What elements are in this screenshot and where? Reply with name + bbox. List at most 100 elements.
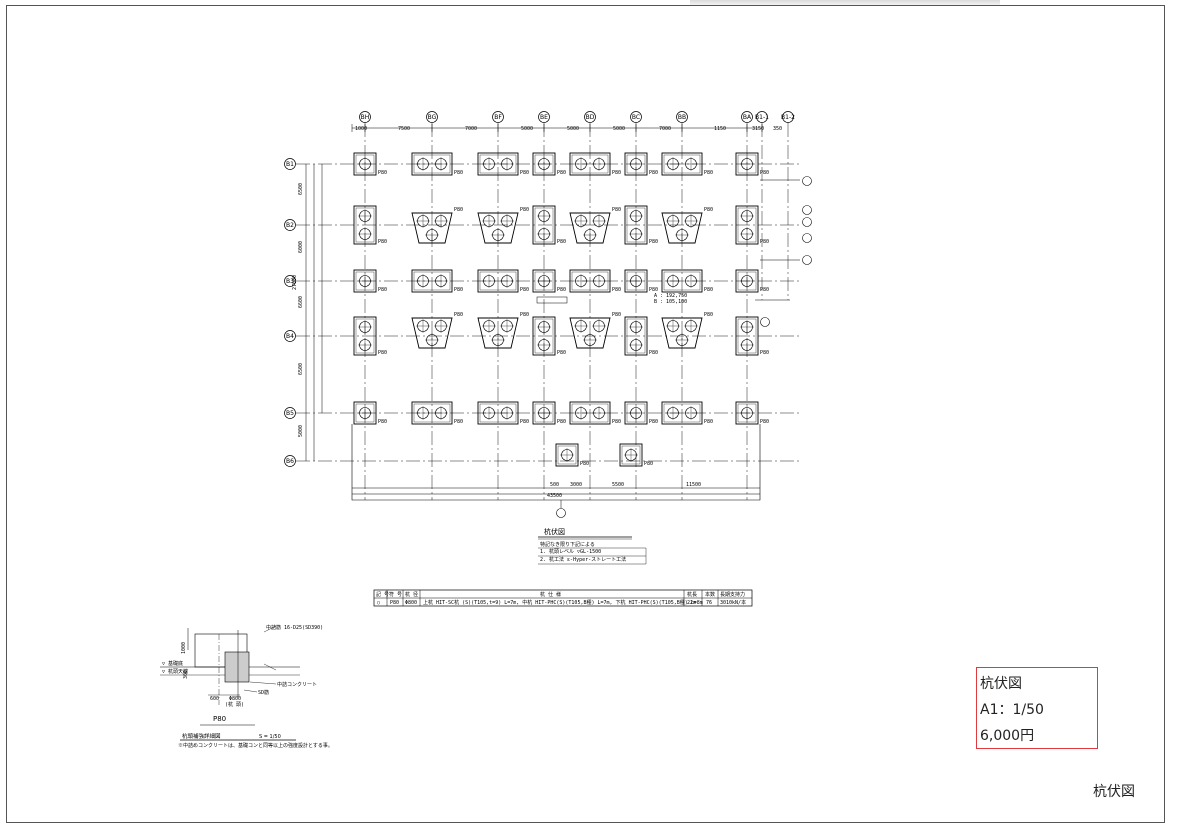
grid-bubble-row bbox=[284, 275, 296, 287]
outline-boundary bbox=[351, 424, 761, 501]
pile-label: P80 bbox=[704, 312, 713, 318]
footing-inner bbox=[534, 207, 554, 243]
footing bbox=[411, 401, 453, 425]
footing bbox=[624, 205, 648, 245]
footing-trapezoid bbox=[661, 212, 703, 244]
table-cell-count: 76 bbox=[706, 600, 712, 606]
pile-spec-table: 記 号 符 号 杭 径 杭 仕 様 杭長 本数 長期支持力 ○ P80 Φ800… bbox=[373, 589, 753, 607]
grid-bubble-sub bbox=[802, 176, 812, 186]
grid-bubble-col bbox=[782, 111, 794, 123]
price-info-box: 杭伏図 A1：1/50 6,000円 bbox=[976, 667, 1098, 749]
footing-inner bbox=[479, 154, 517, 174]
dimension-text: 27000 bbox=[292, 275, 298, 290]
pile-label: P80 bbox=[557, 419, 566, 425]
pile-label: P80 bbox=[760, 350, 769, 356]
grid-bubble-col bbox=[741, 111, 753, 123]
dimension-text: 350 bbox=[773, 126, 782, 132]
footing bbox=[477, 401, 519, 425]
detail-scale: S = 1/50 bbox=[259, 734, 281, 740]
table-cell-mark: ○ bbox=[377, 600, 380, 606]
table-cell-spec: 上杭 HIT-SC杭 (S)(T105,t=9) L=7m, 中杭 HIT-PH… bbox=[423, 599, 703, 606]
grid-label-col: B1-1 bbox=[755, 114, 769, 121]
dimension-text: 7000 bbox=[659, 126, 671, 132]
pile-label: P80 bbox=[704, 419, 713, 425]
detail-title: 杭頭補強詳細図 bbox=[182, 732, 221, 740]
pile-label: P80 bbox=[378, 350, 387, 356]
detail-dim-1000: 1000 bbox=[181, 642, 187, 654]
footing-inner bbox=[663, 154, 701, 174]
footing bbox=[477, 269, 519, 293]
detail-gl1: ▽ 基礎底 bbox=[162, 660, 183, 667]
dimension-text: 11500 bbox=[686, 482, 701, 488]
pile-head-detail: 中詰筋 16-D25(SD390) 中詰コンクリート SD筋 ▽ 基礎底 ▽ 杭… bbox=[160, 624, 333, 749]
footing bbox=[353, 205, 377, 245]
footing bbox=[532, 269, 556, 293]
footing bbox=[569, 401, 611, 425]
pile-label: P80 bbox=[612, 287, 621, 293]
detail-note: ※中詰めコンクリートは、基礎コンと同等以上の強度設計とする事。 bbox=[178, 742, 333, 749]
pile-label: P80 bbox=[454, 287, 463, 293]
pile-label: P80 bbox=[704, 287, 713, 293]
grid-bubble-sub bbox=[802, 205, 812, 215]
price-box-name: 杭伏図 bbox=[980, 676, 1022, 692]
detail-label: P80 bbox=[213, 715, 226, 723]
footing-inner bbox=[626, 154, 646, 174]
table-header-length: 杭長 bbox=[687, 591, 697, 598]
dimension-text: 7000 bbox=[465, 126, 477, 132]
pile-label: P80 bbox=[580, 461, 589, 467]
grid-label-col: BD bbox=[586, 114, 595, 121]
footing-inner bbox=[571, 154, 609, 174]
detail-concrete: 中詰コンクリート bbox=[277, 681, 317, 688]
pile-label: P80 bbox=[557, 287, 566, 293]
footing-inner bbox=[626, 403, 646, 423]
footing bbox=[735, 269, 759, 293]
footing-inner bbox=[621, 445, 641, 465]
pile-label: P80 bbox=[520, 207, 529, 213]
footing bbox=[353, 269, 377, 293]
pile-label: P80 bbox=[378, 239, 387, 245]
footing bbox=[735, 316, 759, 356]
grid-bubble-row bbox=[284, 455, 296, 467]
dimension-text: 5500 bbox=[612, 482, 624, 488]
grid-label-col: BC bbox=[632, 114, 640, 121]
grid-bubble-col bbox=[492, 111, 504, 123]
dimension-text: 6500 bbox=[298, 183, 304, 195]
grid-bubble-sub bbox=[802, 233, 812, 243]
footing-inner bbox=[413, 403, 451, 423]
dimension-text: 6000 bbox=[298, 241, 304, 253]
dimension-text: 5000 bbox=[567, 126, 579, 132]
footing bbox=[532, 401, 556, 425]
pile-label: P80 bbox=[454, 170, 463, 176]
grid-bubble-col bbox=[756, 111, 768, 123]
footing bbox=[661, 401, 703, 425]
pile-label: P80 bbox=[378, 287, 387, 293]
pile-label: P80 bbox=[612, 312, 621, 318]
dimension-text: 1150 bbox=[714, 126, 726, 132]
footing bbox=[532, 316, 556, 356]
footing bbox=[624, 152, 648, 176]
detail-rebar: 中詰筋 16-D25(SD390) bbox=[266, 624, 323, 631]
footing-inner bbox=[413, 154, 451, 174]
pile-label: P80 bbox=[557, 170, 566, 176]
spot-label-b: B : 105,100 bbox=[654, 299, 687, 305]
pile-label: P80 bbox=[520, 312, 529, 318]
footing bbox=[532, 205, 556, 245]
grid-label-col: BE bbox=[540, 114, 548, 121]
footing-trapezoid bbox=[661, 317, 703, 349]
spot-label-a: A : 192,750 bbox=[654, 293, 687, 299]
footing-inner bbox=[663, 403, 701, 423]
grid-bubble-col bbox=[584, 111, 596, 123]
footing-inner bbox=[355, 207, 375, 243]
notes-title: 特記なき限り下記による bbox=[540, 541, 595, 548]
footing-inner bbox=[737, 403, 757, 423]
footing bbox=[624, 316, 648, 356]
detail-dim-600: 600 bbox=[210, 696, 219, 702]
dimension-text: 6600 bbox=[298, 296, 304, 308]
footing-inner bbox=[355, 318, 375, 354]
dimension-text: 3150 bbox=[752, 126, 764, 132]
footing bbox=[353, 152, 377, 176]
pile-label: P80 bbox=[520, 170, 529, 176]
pile-label: P80 bbox=[612, 419, 621, 425]
pile-label: P80 bbox=[649, 350, 658, 356]
footing-inner bbox=[737, 318, 757, 354]
